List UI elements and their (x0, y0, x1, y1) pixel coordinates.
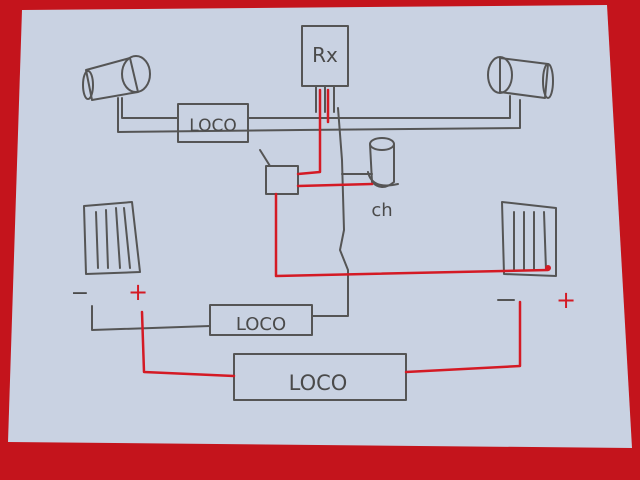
speaker-wires (117, 95, 521, 133)
left-negative-wire (91, 305, 211, 331)
receiver-pins (315, 85, 335, 113)
left-plus-sign: + (128, 278, 148, 306)
left-speaker-icon (82, 55, 151, 101)
right-speaker-icon (487, 56, 554, 99)
loco-label-top: LOCO (189, 116, 237, 136)
battery-red-wire (274, 192, 550, 278)
receiver-label: Rx (312, 43, 338, 67)
terminal-dot (545, 265, 551, 271)
right-positive-wire (404, 300, 522, 374)
loco-box-top (177, 103, 249, 143)
decoder-antenna (259, 149, 271, 167)
decoder-board (265, 165, 299, 195)
right-plus-sign: + (556, 286, 576, 314)
loco-box-middle (209, 304, 313, 336)
loco-label-middle: LOCO (236, 314, 286, 335)
loco-label-bottom: LOCO (289, 371, 348, 395)
chuff-red-wire (296, 182, 374, 188)
receiver-red-wire (296, 88, 322, 176)
right-battery-icon (501, 201, 557, 277)
left-minus-sign: − (71, 281, 89, 306)
ground-wire (311, 107, 349, 317)
chuff-label: ch (371, 200, 392, 221)
left-battery-icon (83, 201, 141, 275)
paper-sheet (8, 5, 632, 448)
left-positive-wire (140, 310, 236, 378)
